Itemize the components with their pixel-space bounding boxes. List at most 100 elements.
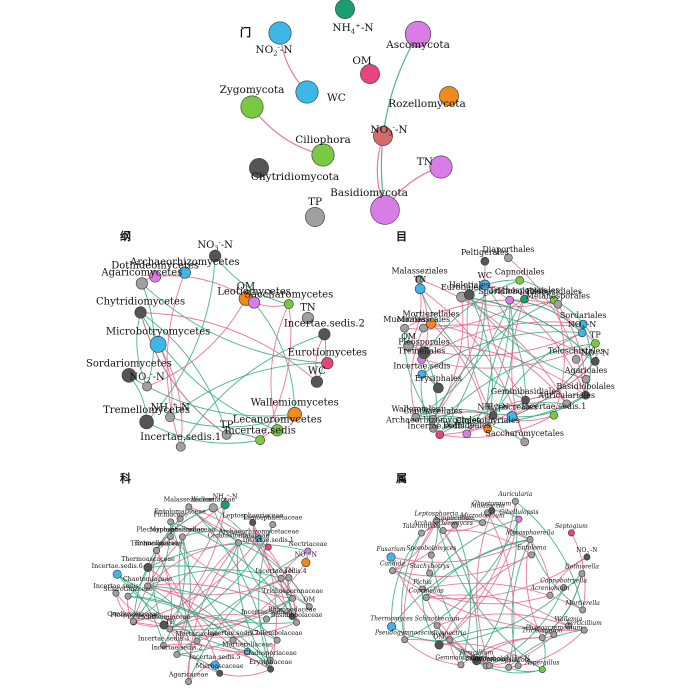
node-label-main: Incertae.sedis.1: [521, 402, 586, 411]
node-label: NO2--N: [129, 370, 165, 384]
negative-edge: [511, 343, 596, 418]
node-label: Rozellomycota: [388, 98, 466, 110]
node-label-main: Rhizopodaceae: [268, 606, 317, 613]
node-label-tail: -N: [230, 494, 238, 501]
network-node: [417, 346, 431, 359]
node-label-main: Septogium: [555, 523, 588, 530]
node-label: NO3--N: [576, 546, 597, 555]
positive-edge: [270, 303, 290, 431]
node-label: Melanosporales: [526, 291, 590, 300]
node-label-main: Melanosporales: [526, 291, 590, 300]
network-node: [149, 270, 162, 283]
positive-edge: [466, 294, 494, 416]
positive-edge: [147, 567, 221, 674]
node-label: NH4+-N: [213, 492, 238, 501]
node-label: Acremonium: [530, 585, 570, 592]
positive-edge: [170, 536, 293, 599]
node-label-main: Mortierellales: [402, 309, 459, 318]
node-label: Erysiphales: [415, 374, 462, 383]
network-node: [580, 626, 588, 634]
positive-edge: [392, 554, 532, 577]
network-node: [439, 86, 459, 106]
node-label-main: Microascaceae: [196, 663, 244, 670]
node-label-main: Leptosphaeriaceae: [222, 512, 283, 519]
network-node: [515, 515, 523, 523]
node-label: Sclerotiniaceae: [103, 586, 153, 593]
node-label-main: Eurotiomycetes: [288, 347, 368, 358]
network-node: [249, 158, 269, 178]
node-label: Incertae.sedis.1: [140, 432, 221, 443]
network-node: [167, 518, 175, 526]
negative-edge: [461, 296, 584, 327]
network-node: [321, 357, 334, 370]
node-label-main: Phaeoacremonium: [525, 624, 583, 631]
node-label: Filobasidiales: [526, 287, 582, 296]
network-node: [528, 551, 536, 559]
negative-edge: [421, 279, 520, 360]
network-node: [488, 411, 498, 420]
positive-edge: [487, 512, 515, 668]
node-label-main: Mortariaceae: [175, 631, 218, 638]
node-label-sup: -: [598, 349, 600, 355]
node-label: Leptosphaeria: [413, 511, 458, 518]
network-node: [255, 435, 266, 445]
node-label-tail: -N: [309, 551, 317, 558]
node-label-main: Dothiorella: [564, 563, 599, 570]
network-node: [562, 399, 571, 409]
node-label: Tremellomycetes: [103, 405, 190, 416]
node-label-main: Talaromyces: [402, 523, 440, 530]
node-label-main: Malassezia: [470, 503, 505, 510]
node-label-tail: -N: [361, 22, 374, 34]
network-node: [166, 625, 174, 633]
network-node: [176, 515, 184, 523]
node-label-main: Stachybotrys: [410, 563, 450, 570]
node-label-main: Microbotryomycetes: [106, 326, 210, 337]
node-label-main: Incertae.sedis.6: [92, 563, 143, 570]
node-label: Mortierellaceae: [222, 641, 273, 648]
network-node: [283, 299, 294, 310]
node-label: Incertae.sedis: [224, 425, 296, 436]
network-node: [288, 613, 296, 620]
node-label-main: Trichosporonaceae: [262, 588, 323, 595]
negative-edge: [529, 539, 583, 611]
node-label: Teloschistales: [548, 346, 605, 355]
positive-edge: [426, 594, 569, 627]
node-label-main: Leotiomycetes: [217, 287, 291, 298]
node-label-main: OM: [352, 55, 372, 67]
network-node: [581, 390, 590, 400]
network-node: [479, 519, 487, 527]
network-node: [433, 622, 441, 630]
negative-edge: [454, 524, 472, 665]
node-label: Collembolaceae: [252, 630, 303, 637]
node-label-main: Agaricomycetes: [100, 268, 182, 279]
node-label: NO2--N: [255, 43, 292, 57]
positive-edge: [491, 510, 531, 540]
negative-edge: [420, 374, 434, 429]
node-label: Incertae.sedis.2: [407, 422, 472, 431]
node-label: Incertae.sedis.4: [256, 568, 307, 575]
node-label: Erysiphaceae: [249, 659, 292, 666]
node-label-sup: -: [150, 370, 152, 378]
negative-edge: [415, 415, 525, 443]
network-node: [429, 155, 453, 179]
node-label-sup: -: [308, 550, 310, 555]
node-label: Thermomyces: [370, 615, 413, 622]
network-node: [462, 429, 472, 439]
network-node: [583, 553, 591, 561]
positive-edge: [422, 582, 583, 611]
node-label-main: NO: [581, 348, 595, 357]
node-label-main: Wallemia: [555, 616, 583, 623]
node-label: Hypocreales: [487, 403, 538, 412]
node-label-main: Incertae.sedis.2: [407, 422, 472, 431]
negative-edge: [253, 302, 296, 415]
node-label-main: Geminibasidiales: [491, 387, 560, 396]
node-label-main: Mycosphaerellaceae: [150, 527, 216, 534]
node-label: Dothiorella: [564, 563, 599, 570]
network-node: [271, 424, 284, 437]
positive-edge: [438, 519, 520, 646]
node-label-main: WC: [327, 92, 346, 104]
positive-edge: [404, 639, 461, 666]
node-layer: [112, 0, 600, 685]
node-label-main: Mycosphaerella: [505, 529, 555, 536]
network-node: [249, 519, 257, 526]
